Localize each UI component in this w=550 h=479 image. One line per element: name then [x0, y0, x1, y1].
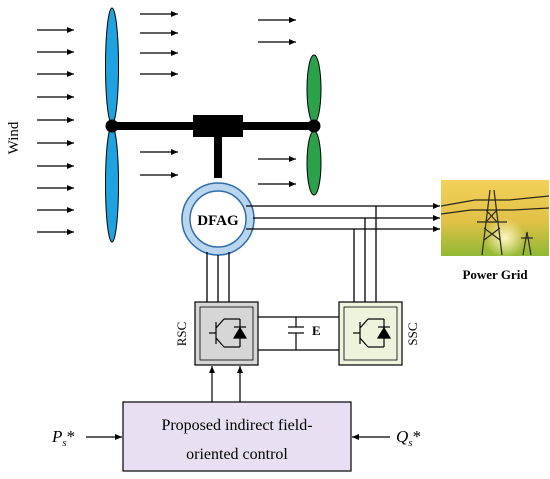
rotor-lines — [206, 252, 230, 302]
right-blade-upper — [306, 54, 322, 124]
generator-core — [189, 190, 247, 248]
wind-arrows-middle — [140, 11, 178, 178]
rsc-block — [194, 301, 259, 366]
ssc-inner — [343, 306, 398, 361]
dc-link — [258, 316, 339, 351]
right-blade-lower — [306, 130, 322, 196]
qs-sub: s — [408, 437, 412, 449]
control-label-line1: Proposed indirect field- — [161, 417, 312, 434]
ps-main: P — [51, 427, 62, 446]
gearbox — [193, 115, 243, 137]
ps-ref-label: Ps* — [51, 427, 75, 449]
control-block — [122, 401, 352, 472]
power-grid-label: Power Grid — [462, 267, 528, 282]
control-signal-arrows — [209, 366, 243, 402]
left-blade-upper — [105, 7, 119, 125]
left-hub — [105, 119, 119, 133]
generator-label: DFAG — [197, 213, 239, 229]
wind-label: Wind — [6, 121, 22, 154]
ssc-grid-lines — [353, 206, 377, 302]
ps-sub: s — [62, 437, 66, 449]
qs-main: Q — [396, 427, 408, 446]
qs-star: * — [413, 427, 422, 446]
rsc-igbt-icon — [209, 318, 248, 348]
dc-link-label: E — [312, 323, 321, 338]
right-hub — [307, 119, 321, 133]
ssc-igbt-icon — [353, 318, 392, 348]
qs-ref-label: Qs* — [396, 427, 421, 449]
power-grid-image — [440, 180, 550, 258]
stator-lines — [246, 203, 440, 232]
wind-arrows-right — [258, 17, 296, 187]
ps-star: * — [67, 427, 76, 446]
rsc-inner — [199, 306, 254, 361]
wind-arrows-left — [37, 27, 74, 235]
ssc-block — [338, 301, 403, 366]
ssc-label: SSC — [405, 322, 420, 345]
control-label-line2: oriented control — [186, 446, 288, 463]
rsc-label: RSC — [174, 322, 189, 347]
left-blade-lower — [105, 125, 119, 243]
